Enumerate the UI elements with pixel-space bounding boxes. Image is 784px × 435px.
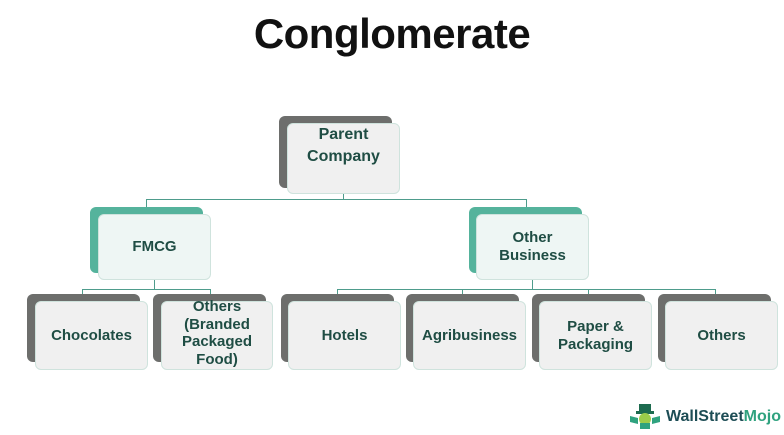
node-chocolates: Chocolates — [35, 301, 148, 370]
connector — [337, 289, 338, 294]
connector — [146, 199, 147, 207]
node-others-branded: Others (Branded Packaged Food) — [161, 298, 273, 370]
connector — [154, 280, 155, 289]
node-label: Others (Branded Packaged Food) — [181, 298, 253, 368]
node-fmcg: FMCG — [98, 214, 211, 280]
connector — [588, 289, 589, 294]
node-label: Parent Company — [307, 126, 380, 165]
connector — [337, 289, 716, 290]
node-label: FMCG — [132, 238, 177, 255]
node-others: Others — [665, 301, 778, 370]
node-label: Paper & Packaging — [557, 317, 634, 353]
logo-text-part2: Mojo — [743, 408, 781, 425]
connector — [526, 199, 527, 207]
connector — [715, 289, 716, 294]
page-title: Conglomerate — [253, 10, 531, 57]
mascot-icon — [630, 404, 660, 429]
node-label: Other Business — [499, 229, 566, 264]
connector — [343, 194, 344, 200]
node-label: Agribusiness — [421, 326, 518, 344]
connector — [146, 199, 527, 200]
node-paper-packaging: Paper & Packaging — [539, 301, 652, 370]
node-other-business: Other Business — [476, 214, 589, 280]
node-agribusiness: Agribusiness — [413, 301, 526, 370]
connector — [210, 289, 211, 294]
connector — [82, 289, 83, 294]
connector — [532, 280, 533, 289]
node-label: Hotels — [321, 326, 368, 344]
node-hotels: Hotels — [288, 301, 401, 370]
logo-text-part1: WallStreet — [666, 408, 744, 425]
connector — [82, 289, 211, 290]
logo-text: WallStreetMojo — [666, 408, 781, 426]
node-label: Others — [697, 326, 746, 344]
node-parent-company: Parent Company — [287, 123, 400, 194]
node-label: Chocolates — [51, 326, 132, 344]
wallstreetmojo-logo: WallStreetMojo — [628, 404, 781, 430]
connector — [462, 289, 463, 294]
